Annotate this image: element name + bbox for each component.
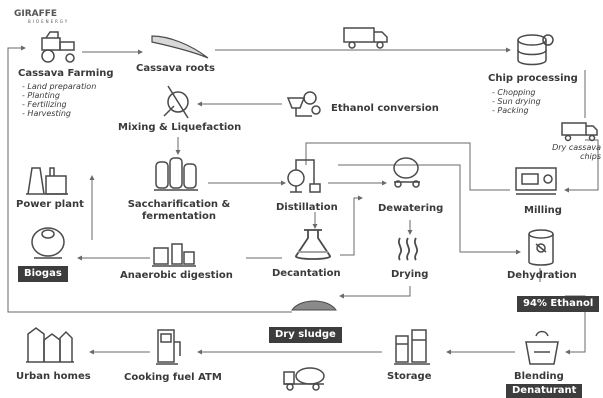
brand-tagline: BIOENERGY [28, 19, 70, 24]
tanker-truck-icon [283, 367, 325, 391]
arrow-drying-to-sludge [339, 286, 411, 299]
distillation-icon [287, 159, 321, 193]
cassava-root-icon [151, 35, 209, 59]
chip-step-1: - Chopping [492, 88, 536, 97]
dry-cassava-chips-label: Dry cassava chips [552, 143, 601, 161]
milling-label: Milling [524, 205, 562, 216]
brand-name: GIRAFFE [14, 9, 58, 19]
decantation-label: Decantation [272, 268, 341, 279]
storage-label: Storage [387, 371, 432, 382]
fuel-atm-icon [156, 329, 181, 365]
arrow-sludge-to-farming [7, 45, 292, 313]
farming-step-1: - Land preparation [22, 82, 97, 91]
chip-step-3: - Packing [492, 106, 529, 115]
cassava-roots-label: Cassava roots [136, 63, 215, 74]
blending-icon [525, 330, 559, 365]
chip-step-2: - Sun drying [492, 97, 541, 106]
heat-waves-icon [397, 237, 419, 261]
sludge-pile-icon [291, 300, 337, 311]
flask-gears-icon [286, 91, 321, 117]
cooking-fuel-atm-label: Cooking fuel ATM [124, 372, 222, 383]
anaerobic-digestion-label: Anaerobic digestion [120, 270, 233, 281]
dewatering-label: Dewatering [378, 203, 444, 214]
tractor-icon [41, 31, 75, 63]
truck-icon [343, 27, 388, 49]
denaturant-badge: Denaturant [506, 384, 583, 398]
brand-logo: GIRAFFE BIOENERGY [14, 9, 69, 24]
farming-step-3: - Fertilizing [22, 100, 67, 109]
ethanol-94-badge: 94% Ethanol [517, 296, 600, 312]
mixing-icon [163, 85, 189, 119]
biogas-tank-icon [31, 227, 65, 259]
mixing-label: Mixing & Liquefaction [118, 122, 242, 133]
cement-mixer-icon [393, 157, 420, 188]
chip-processing-label: Chip processing [488, 73, 578, 84]
cassava-farming-label: Cassava Farming [18, 68, 114, 79]
arrow-milling-loop [305, 142, 510, 191]
distillation-label: Distillation [276, 202, 338, 213]
power-plant-label: Power plant [16, 199, 84, 210]
dry-sludge-badge: Dry sludge [269, 327, 342, 343]
fermentation-tanks-icon [154, 157, 198, 191]
milling-machine-icon [515, 167, 557, 195]
biogas-badge: Biogas [18, 266, 68, 282]
blending-label: Blending [514, 371, 564, 382]
dehydration-cylinder-icon [528, 229, 554, 266]
decantation-flask-icon [295, 229, 331, 260]
saccharification-label: Saccharification & fermentation [127, 199, 231, 222]
digester-icon [152, 243, 196, 267]
farming-step-4: - Harvesting [22, 109, 71, 118]
houses-icon [26, 327, 74, 363]
truck-icon [561, 122, 598, 142]
ethanol-conversion-label: Ethanol conversion [331, 103, 439, 114]
chip-processing-icon [517, 34, 554, 66]
arrow-decantation-to-dewatering [340, 195, 363, 256]
dehydration-label: Dehydration [507, 270, 577, 281]
urban-homes-label: Urban homes [16, 371, 91, 382]
farming-step-2: - Planting [22, 91, 60, 100]
power-plant-icon [26, 167, 68, 195]
arrow-distillation-to-dehydration [338, 164, 521, 255]
drying-label: Drying [391, 269, 429, 280]
storage-tanks-icon [394, 329, 430, 365]
